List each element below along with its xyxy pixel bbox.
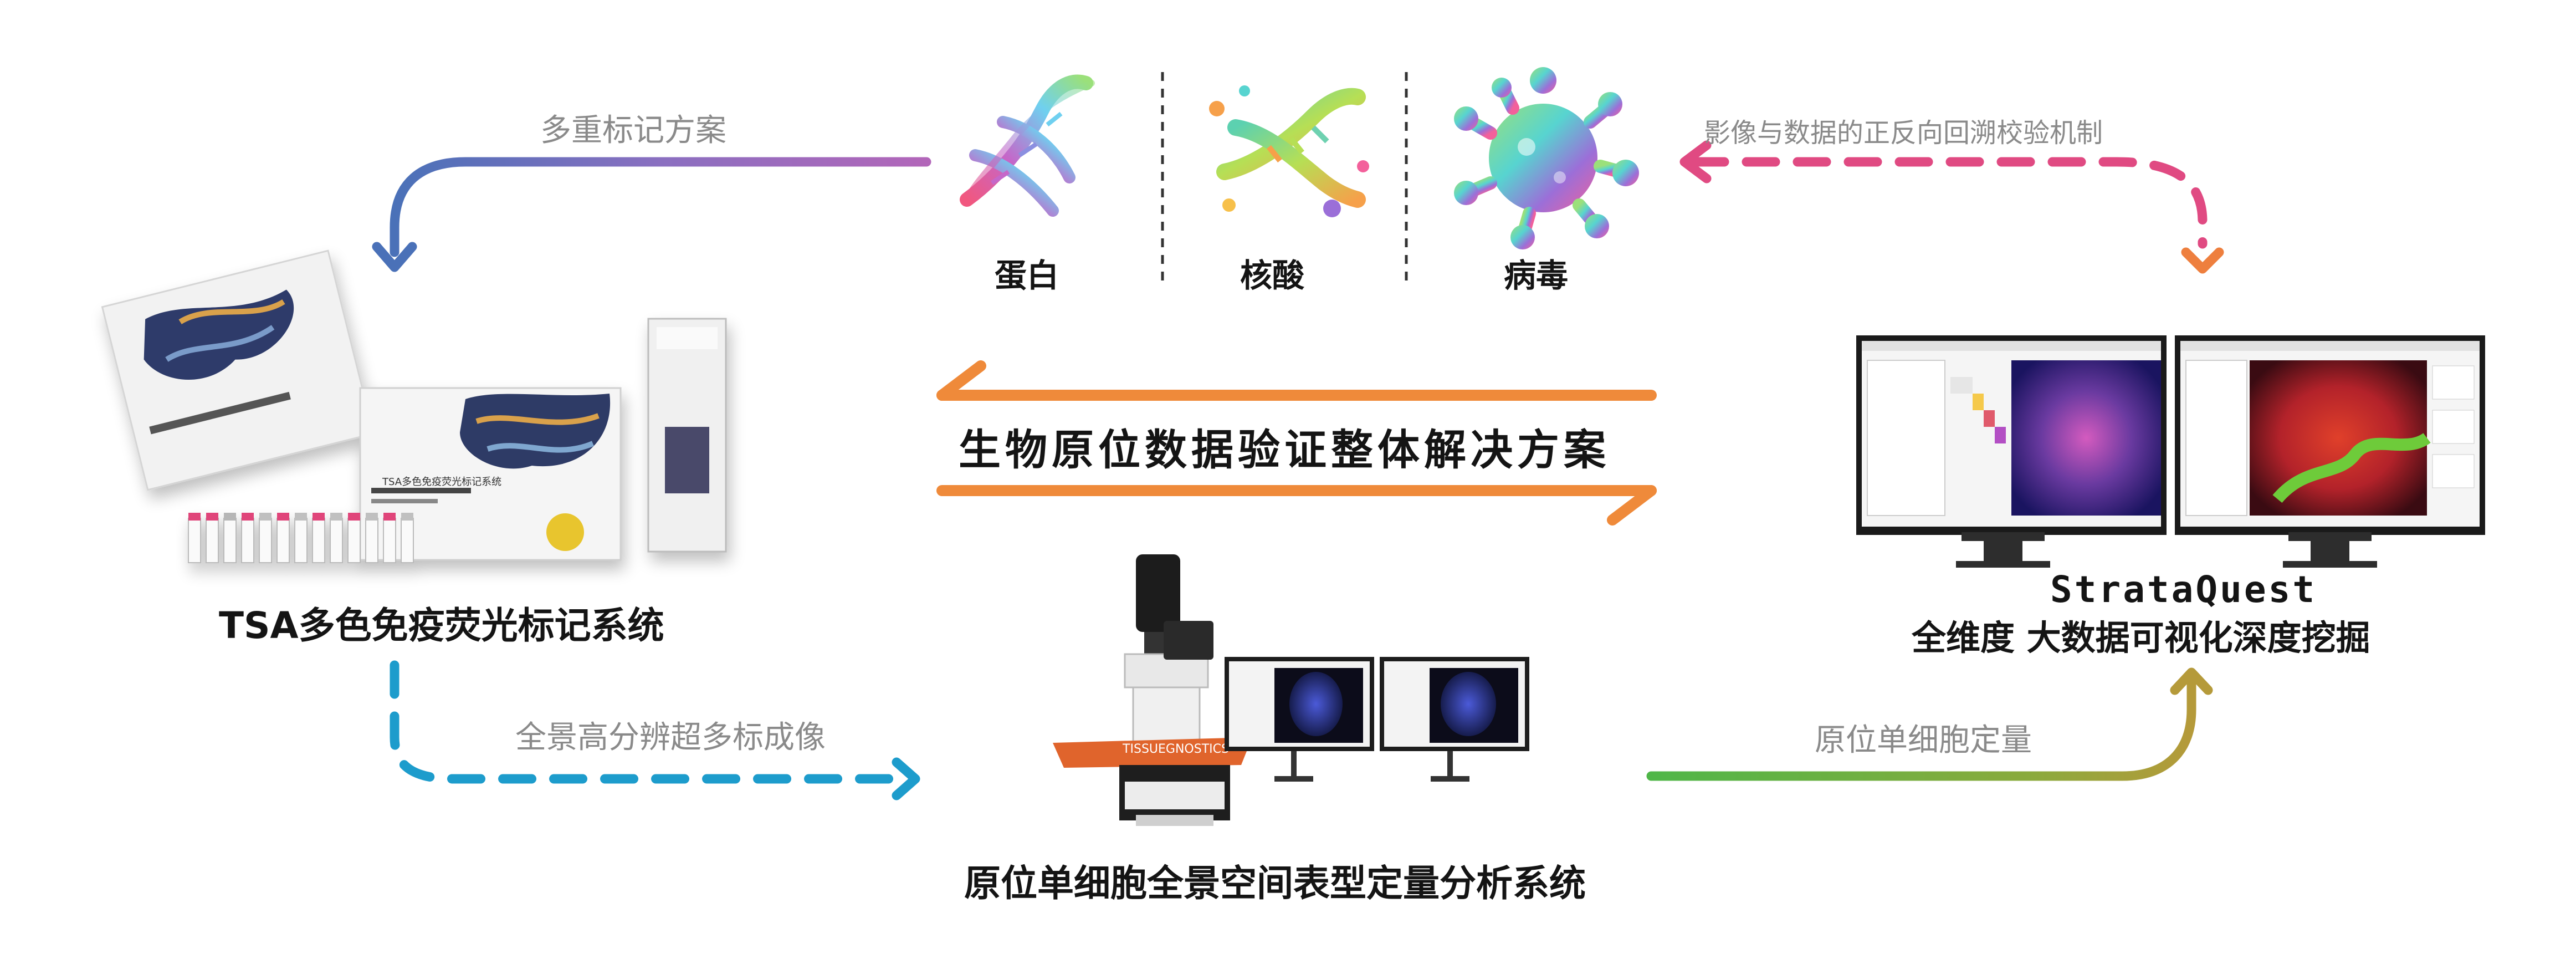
strataquest-desc: 全维度 大数据可视化深度挖掘 <box>1912 618 2370 658</box>
tsa-box-title: TSA多色免疫荧光标记系统 <box>382 476 502 488</box>
protein-dna-icon <box>960 74 1095 217</box>
center-title: 生物原位数据验证整体解决方案 <box>959 425 1610 475</box>
feedback-check-label: 影像与数据的正反向回溯校验机制 <box>1704 118 2103 149</box>
center-orange-arrows <box>936 360 1657 526</box>
microscope-system-image <box>1053 554 1252 826</box>
virus-icon <box>1454 67 1639 249</box>
imaging-system-label: 原位单细胞全景空间表型定量分析系统 <box>964 862 1586 905</box>
panoramic-imaging-arrow <box>390 660 920 800</box>
multiplex-scheme-arrow <box>372 157 931 272</box>
strataquest-name: StrataQuest <box>2050 568 2317 611</box>
nucleic-acid-dna-icon <box>1209 85 1369 217</box>
virus-label: 病毒 <box>1504 257 1569 294</box>
multiplex-scheme-label: 多重标记方案 <box>540 113 726 149</box>
single-cell-quant-label: 原位单细胞定量 <box>1815 722 2032 758</box>
protein-label: 蛋白 <box>995 257 1059 294</box>
single-cell-quant-arrow <box>1646 667 2213 781</box>
strataquest-monitors <box>1856 335 2485 568</box>
microscope-brand-label: TISSUEGNOSTICS <box>1122 742 1229 756</box>
feedback-check-arrow <box>1679 140 2224 274</box>
panoramic-imaging-label: 全景高分辨超多标成像 <box>515 720 826 756</box>
microscope-monitors <box>1225 657 1529 782</box>
nucleic-acid-label: 核酸 <box>1240 257 1305 294</box>
tsa-product-image <box>101 249 727 563</box>
tsa-system-label: TSA多色免疫荧光标记系统 <box>219 604 664 647</box>
